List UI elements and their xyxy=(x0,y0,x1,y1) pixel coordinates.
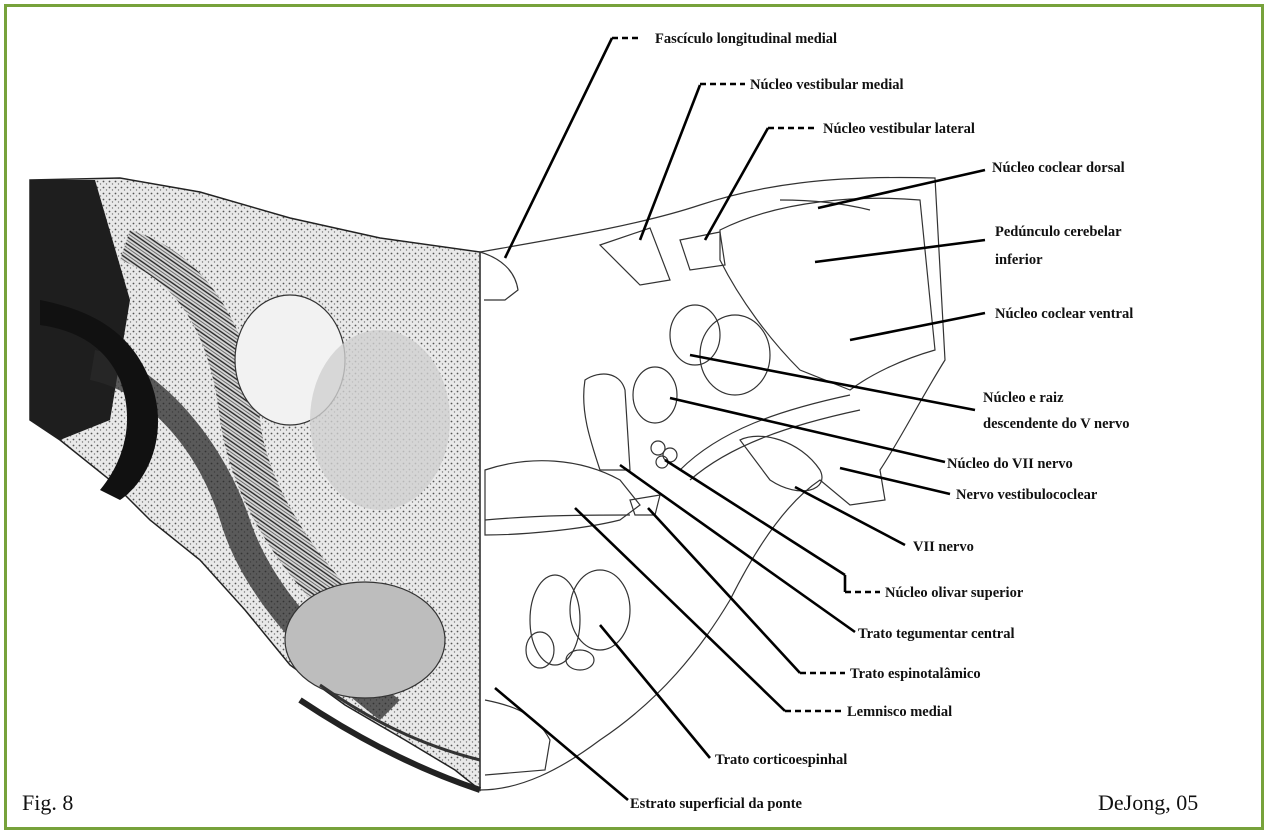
label-nervo-vestibulococlear: Nervo vestibulococlear xyxy=(956,487,1098,503)
structure-labels: Fascículo longitudinal medial Núcleo ves… xyxy=(630,31,1133,812)
label-fasciculo-longitudinal-medial: Fascículo longitudinal medial xyxy=(655,31,837,47)
label-nucleo-coclear-dorsal: Núcleo coclear dorsal xyxy=(992,160,1125,176)
label-vii-nervo: VII nervo xyxy=(913,539,974,555)
label-lemnisco-medial: Lemnisco medial xyxy=(847,704,952,720)
label-nucleo-raiz-v-line1: Núcleo e raiz xyxy=(983,390,1064,406)
label-nucleo-vestibular-medial: Núcleo vestibular medial xyxy=(750,77,904,93)
label-nucleo-vii: Núcleo do VII nervo xyxy=(947,456,1073,472)
stained-section-half xyxy=(30,178,480,790)
label-nucleo-vestibular-lateral: Núcleo vestibular lateral xyxy=(823,121,975,137)
label-pedunculo-cerebelar-line2: inferior xyxy=(995,252,1043,268)
label-nucleo-coclear-ventral: Núcleo coclear ventral xyxy=(995,306,1133,322)
figure-number: Fig. 8 xyxy=(22,790,73,815)
label-trato-espinotalamico: Trato espinotalâmico xyxy=(850,666,981,682)
label-estrato-superficial: Estrato superficial da ponte xyxy=(630,796,803,812)
label-pedunculo-cerebelar-line1: Pedúnculo cerebelar xyxy=(995,224,1122,240)
schematic-section-half xyxy=(480,177,945,790)
leader-lines xyxy=(495,38,985,800)
figure-source: DeJong, 05 xyxy=(1098,790,1198,815)
label-nucleo-olivar-superior: Núcleo olivar superior xyxy=(885,585,1024,601)
label-nucleo-raiz-v-line2: descendente do V nervo xyxy=(983,416,1129,432)
label-trato-tegmentar-central: Trato tegumentar central xyxy=(858,626,1015,642)
label-trato-corticoespinhal: Trato corticoespinhal xyxy=(715,752,847,768)
